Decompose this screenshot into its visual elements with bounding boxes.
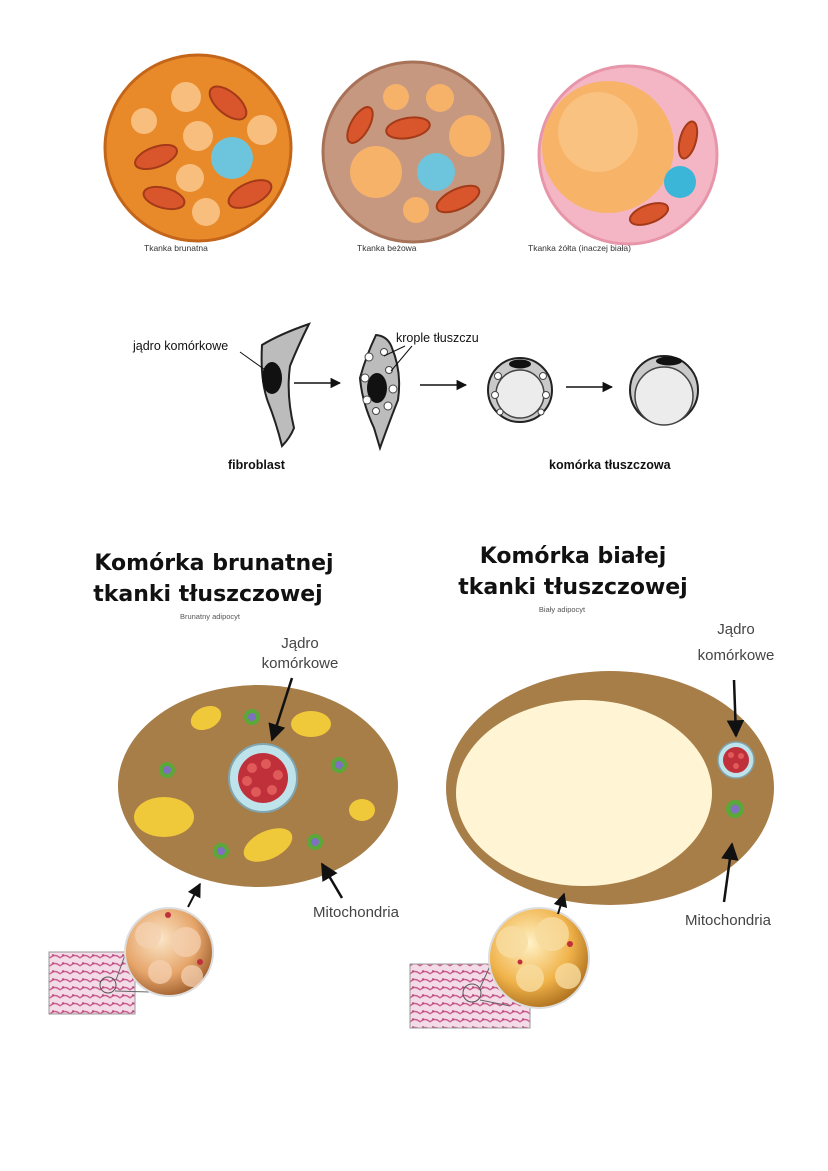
preadipocyte-shape: [358, 333, 401, 452]
white-cell-subtitle: Biały adipocyt: [539, 605, 586, 614]
nucleus-label: jądro komórkowe: [132, 339, 228, 353]
fibroblast-label: fibroblast: [228, 458, 286, 472]
brown-cell-title-line2: tkanki tłuszczowej: [93, 582, 322, 607]
brown-mitochondrion-1: [244, 709, 260, 725]
white-tissue-caption: Tkanka żółta (inaczej biała): [528, 243, 631, 253]
brown-mitochondria-label: Mitochondria: [313, 904, 400, 921]
brown-tissue-caption: Tkanka brunatna: [144, 243, 208, 253]
brown-nucleus: [228, 743, 298, 813]
white-mito-pointer: [721, 842, 739, 903]
brown-cell-subtitle: Brunatny adipocyt: [180, 612, 241, 621]
white-cell-title-line1: Komórka białej: [480, 544, 667, 569]
beige-tissue-cell: [321, 60, 505, 244]
mature-fat-cell: [629, 355, 699, 426]
white-nucleus: [717, 741, 755, 779]
brown-adipocyte: [118, 685, 398, 887]
white-nucleus-label-line1: Jądro: [717, 621, 755, 638]
brown-histology-inset: [48, 907, 214, 1015]
white-tissue-cell: [537, 64, 719, 246]
brown-nucleus-pointer: [268, 677, 294, 742]
brown-nucleus-label-line2: komórkowe: [262, 655, 339, 672]
fibroblast-shape: [260, 322, 311, 448]
immature-fat-cell: [487, 357, 553, 423]
white-inset-pointer: [553, 892, 568, 915]
brown-inset-pointer: [187, 882, 201, 908]
brown-mitochondrion-3: [331, 757, 347, 773]
white-histology-inset: [409, 907, 590, 1029]
brown-mitochondrion-2: [159, 762, 175, 778]
white-adipocyte: [446, 671, 774, 905]
droplets-pointer-2: [390, 345, 413, 372]
nucleus-pointer: [239, 351, 269, 373]
brown-nucleus-label-line1: Jądro: [281, 635, 319, 652]
brown-mitochondrion-5: [307, 834, 323, 850]
white-nucleus-pointer: [726, 679, 745, 738]
brown-mito-pointer: [320, 862, 344, 899]
white-mitochondria-label: Mitochondria: [685, 912, 772, 929]
white-nucleus-label-line2: komórkowe: [698, 647, 775, 664]
beige-tissue-caption: Tkanka beżowa: [357, 243, 417, 253]
brown-mitochondrion-4: [213, 843, 229, 859]
white-cell-title-line2: tkanki tłuszczowej: [458, 575, 687, 600]
brown-cell-title-line1: Komórka brunatnej: [94, 551, 333, 576]
droplets-pointer-1: [383, 345, 406, 357]
droplets-label: krople tłuszczu: [396, 331, 479, 345]
fat-cell-label: komórka tłuszczowa: [549, 458, 672, 472]
brown-tissue-cell: [103, 53, 293, 243]
white-mitochondrion: [726, 800, 744, 818]
